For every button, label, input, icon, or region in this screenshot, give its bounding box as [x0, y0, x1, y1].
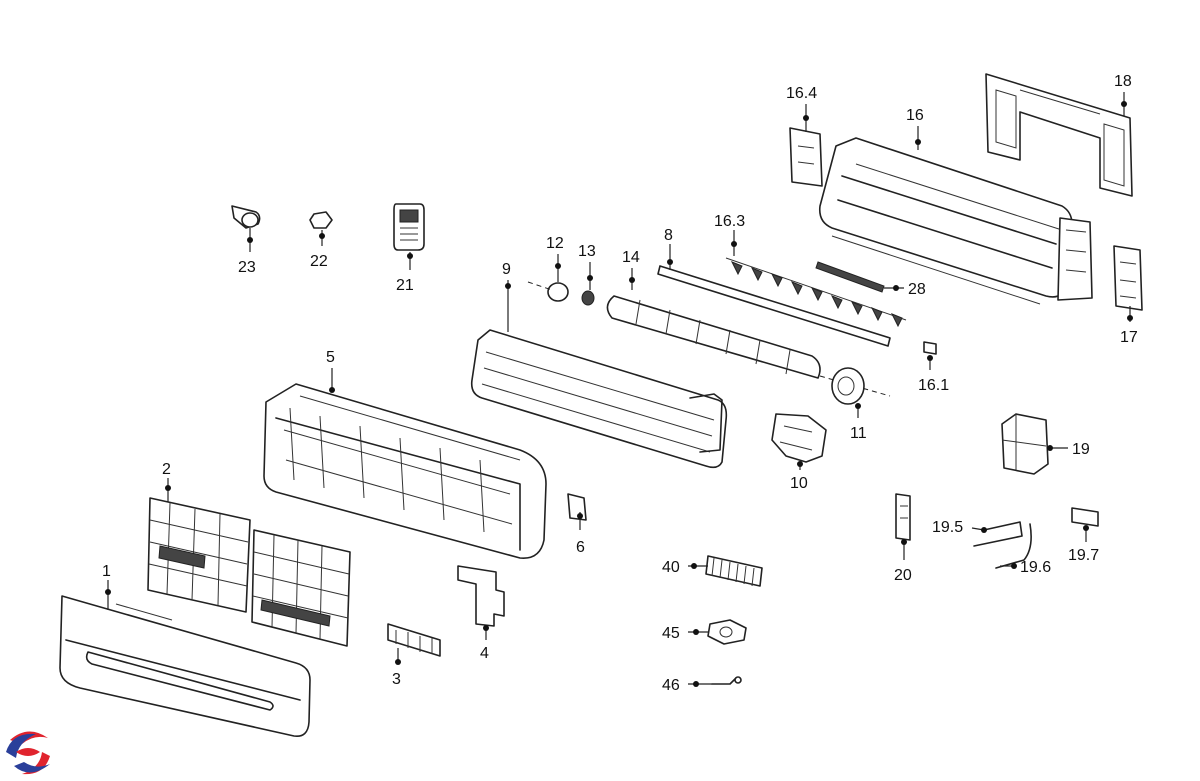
part-16-4-cover: [789, 127, 823, 187]
part-19-5-sensor: [973, 521, 1023, 547]
callout-13: 13: [578, 243, 596, 260]
part-19-6-sensor: [995, 523, 1032, 569]
part-8-strip: [657, 265, 891, 347]
part-21-remote-control: [393, 203, 425, 251]
callout-16-4: 16.4: [786, 85, 817, 102]
part-16-1-cap: [923, 341, 937, 355]
callout-23: 23: [238, 259, 256, 276]
callout-4: 4: [480, 645, 489, 662]
part-11-fan-motor: [831, 367, 865, 405]
callout-46: 46: [662, 677, 680, 694]
callout-11: 11: [850, 425, 867, 442]
callout-45: 45: [662, 625, 680, 642]
part-28-rod: [815, 261, 885, 293]
callout-17: 17: [1120, 329, 1138, 346]
part-6-small-clip: [567, 493, 587, 521]
callout-8: 8: [664, 227, 673, 244]
callout-10: 10: [790, 475, 808, 492]
part-19-control-box: [1001, 413, 1049, 475]
callout-40: 40: [662, 559, 680, 576]
callout-14: 14: [622, 249, 640, 266]
part-45-clip: [707, 619, 747, 645]
callout-16-3: 16.3: [714, 213, 745, 230]
callout-16-1: 16.1: [918, 377, 949, 394]
part-16-3-louver-blades: [725, 257, 907, 328]
part-40-mesh-strip: [705, 555, 763, 587]
part-10-motor-clamp: [771, 413, 827, 463]
callout-19-7: 19.7: [1068, 547, 1099, 564]
part-20-display-board: [895, 493, 911, 541]
callout-9: 9: [502, 261, 511, 278]
callout-28: 28: [908, 281, 926, 298]
part-17-side-bracket: [1113, 245, 1143, 311]
callout-3: 3: [392, 671, 401, 688]
callout-labels: 1 2 3 4 5 6 8 9 10 11 12 13 14 16 16.1 1…: [102, 73, 1138, 694]
callout-12: 12: [546, 235, 564, 252]
brand-swirl-logo: [4, 728, 52, 776]
part-3-terminal-bracket: [387, 623, 441, 657]
callout-16: 16: [906, 107, 924, 124]
part-front-panel: [59, 595, 311, 738]
callout-21: 21: [396, 277, 414, 294]
callout-20: 20: [894, 567, 912, 584]
callout-1: 1: [102, 563, 111, 580]
callout-18: 18: [1114, 73, 1132, 90]
part-4-cover-plate: [457, 565, 505, 627]
callout-19-6: 19.6: [1020, 559, 1051, 576]
callout-5: 5: [326, 349, 335, 366]
part-16-housing: [818, 137, 1093, 305]
part-18-mounting-plate: [985, 73, 1133, 197]
callout-2: 2: [162, 461, 171, 478]
callout-19-5: 19.5: [932, 519, 963, 536]
part-19-7-connector: [1071, 507, 1099, 527]
callout-22: 22: [310, 253, 328, 270]
part-12-bearing-holder: [547, 282, 569, 302]
part-46-wire: [711, 676, 742, 685]
part-air-filter-left: [147, 497, 251, 613]
part-13-bushing: [581, 290, 595, 306]
callout-6: 6: [576, 539, 585, 556]
part-evaporator: [470, 329, 728, 469]
part-chassis: [263, 383, 547, 559]
callout-19: 19: [1072, 441, 1090, 458]
part-22-holder: [309, 211, 333, 229]
leader-lines: [105, 92, 1133, 687]
part-air-filter-right: [251, 529, 351, 647]
part-23-drain-fitting: [231, 205, 261, 229]
